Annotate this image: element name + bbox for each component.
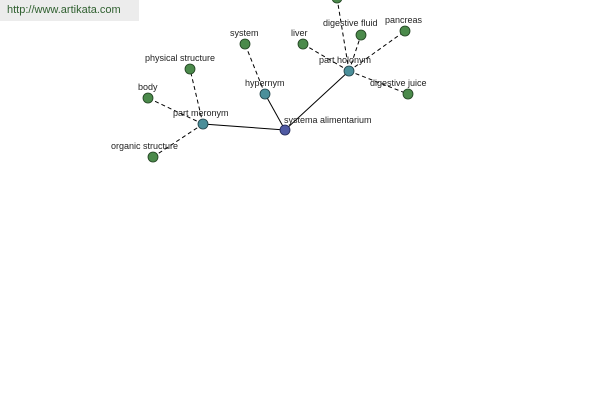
edge-center-hypernym bbox=[264, 93, 286, 131]
node-part-holonym[interactable] bbox=[343, 65, 355, 77]
label-pancreas: pancreas bbox=[385, 15, 423, 25]
node-offscreen-top[interactable] bbox=[331, 0, 343, 4]
edge-center-part-meronym bbox=[202, 123, 286, 131]
edge-part-meronym-organic-structure bbox=[152, 123, 204, 158]
edge-hypernym-system bbox=[244, 43, 266, 95]
label-physical-structure: physical structure bbox=[145, 53, 215, 63]
node-part-meronym[interactable] bbox=[197, 118, 209, 130]
node-system[interactable] bbox=[239, 38, 251, 50]
node-pancreas[interactable] bbox=[399, 25, 411, 37]
node-digestive-juice[interactable] bbox=[402, 88, 414, 100]
node-physical-structure[interactable] bbox=[184, 63, 196, 75]
label-part-meronym: part meronym bbox=[173, 108, 229, 118]
label-system: system bbox=[230, 28, 259, 38]
node-hypernym[interactable] bbox=[259, 88, 271, 100]
label-part-holonym: part holonym bbox=[319, 55, 371, 65]
label-digestive-juice: digestive juice bbox=[370, 78, 427, 88]
edge-part-holonym-pancreas bbox=[348, 30, 406, 72]
node-digestive-fluid[interactable] bbox=[355, 29, 367, 41]
node-liver[interactable] bbox=[297, 38, 309, 50]
edge-part-holonym-digestive-juice bbox=[348, 70, 409, 95]
graph-labels: systema alimentarium part meronym hypernym… bbox=[111, 15, 427, 151]
node-organic-structure[interactable] bbox=[147, 151, 159, 163]
label-center: systema alimentarium bbox=[284, 115, 372, 125]
label-liver: liver bbox=[291, 28, 308, 38]
edge-part-holonym-liver bbox=[302, 43, 350, 72]
edge-part-meronym-body bbox=[147, 97, 204, 125]
graph-edges bbox=[147, 0, 409, 158]
label-hypernym: hypernym bbox=[245, 78, 285, 88]
graph-nodes bbox=[142, 0, 414, 163]
label-organic-structure: organic structure bbox=[111, 141, 178, 151]
source-url-link[interactable]: http://www.artikata.com bbox=[7, 4, 121, 16]
source-url-banner: http://www.artikata.com bbox=[0, 0, 139, 21]
edge-part-holonym-digestive-fluid bbox=[348, 34, 362, 72]
node-center[interactable] bbox=[279, 124, 291, 136]
node-body[interactable] bbox=[142, 92, 154, 104]
edge-part-meronym-physical-structure bbox=[189, 68, 204, 125]
label-digestive-fluid: digestive fluid bbox=[323, 18, 378, 28]
edge-part-holonym-offscreen-top bbox=[336, 0, 350, 72]
edge-center-part-holonym bbox=[284, 70, 350, 131]
label-body: body bbox=[138, 82, 158, 92]
